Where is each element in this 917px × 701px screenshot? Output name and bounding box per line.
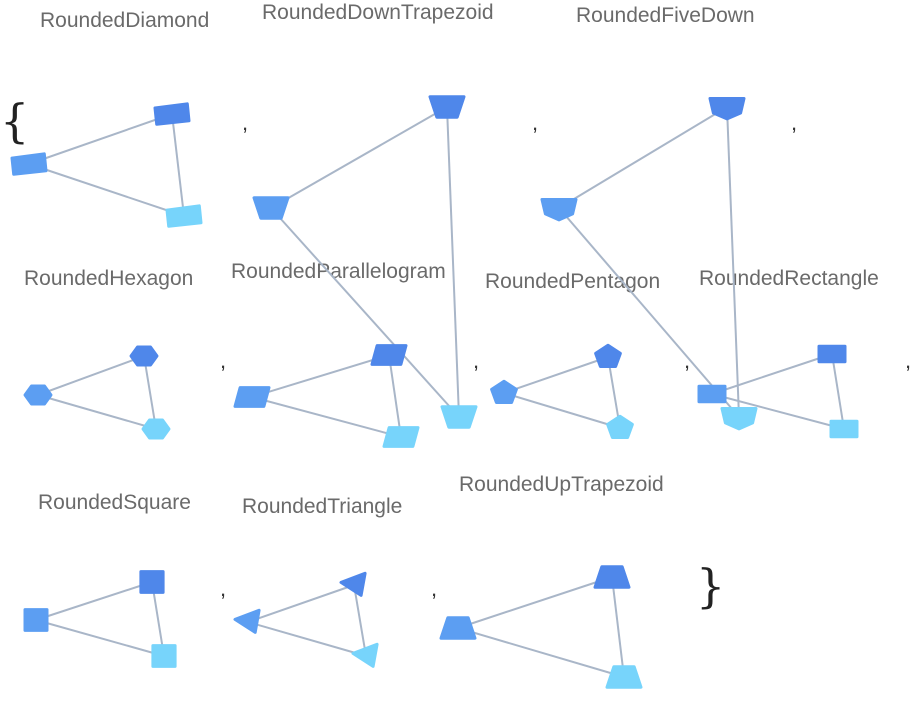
graph-edge: [711, 393, 845, 430]
graph-node: [829, 419, 859, 439]
separator-comma: ,: [473, 348, 480, 373]
graph-node: [490, 379, 518, 404]
graph-node: [540, 198, 578, 222]
separator-comma: ,: [905, 348, 912, 373]
graph-edge: [353, 584, 367, 657]
graph-edge: [457, 576, 613, 629]
graph-label-rounded-triangle: RoundedTriangle: [242, 495, 403, 518]
graph-node: [139, 570, 165, 594]
graph-edge: [503, 356, 609, 394]
graph-node: [165, 204, 203, 228]
graph-edge: [457, 627, 625, 678]
graph-edge: [37, 355, 145, 396]
graph-label-rounded-parallelogram: RoundedParallelogram: [231, 260, 446, 283]
graph-node: [141, 418, 171, 440]
graph-node: [593, 565, 631, 589]
graph-node: [606, 414, 634, 439]
graph-node: [370, 344, 408, 366]
graph-edge: [247, 621, 367, 657]
graph-edge: [251, 396, 402, 438]
graph-node: [233, 386, 271, 408]
separator-comma: ,: [220, 576, 227, 601]
graph-node: [10, 152, 48, 176]
graph-edge: [558, 207, 740, 418]
graph-node: [428, 95, 466, 119]
separator-comma: ,: [791, 110, 798, 135]
graph-label-rounded-diamond: RoundedDiamond: [40, 9, 210, 32]
graph-node: [151, 644, 177, 668]
separator-comma: ,: [431, 576, 438, 601]
graph-edge: [388, 354, 402, 438]
graph-edge: [446, 106, 460, 418]
graph-node: [440, 405, 478, 429]
graph-node: [339, 571, 367, 597]
graph-node: [594, 343, 622, 368]
separator-comma: ,: [532, 110, 539, 135]
graph-node: [708, 97, 746, 121]
graph-node: [817, 344, 847, 364]
graph-node: [23, 608, 49, 632]
graph-edge: [270, 106, 448, 209]
graph-node: [720, 407, 758, 431]
graph-label-rounded-five-down: RoundedFiveDown: [576, 4, 755, 27]
graph-label-rounded-square: RoundedSquare: [38, 491, 191, 514]
graph-edge: [270, 207, 460, 418]
graph-edge: [611, 576, 625, 678]
graph-edge: [143, 355, 157, 430]
graph-edge: [726, 106, 740, 418]
graph-node: [351, 642, 379, 668]
graph-label-rounded-rectangle: RoundedRectangle: [699, 267, 879, 290]
graph-node: [605, 665, 643, 689]
graph-edge: [28, 163, 185, 217]
graph-label-rounded-down-trapezoid: RoundedDownTrapezoid: [262, 1, 494, 24]
graph-edge: [503, 392, 621, 429]
graph-node: [129, 345, 159, 367]
graph-node: [233, 608, 261, 634]
graph-edge: [247, 584, 355, 623]
graph-node: [382, 426, 420, 448]
open-brace: {: [0, 94, 30, 148]
graph-edge: [711, 353, 833, 395]
graph-edge: [171, 113, 185, 217]
separator-comma: ,: [242, 110, 249, 135]
separator-comma: ,: [684, 348, 691, 373]
graph-edge: [831, 353, 845, 430]
graph-node: [697, 384, 727, 404]
graph-label-rounded-hexagon: RoundedHexagon: [24, 267, 194, 290]
graph-node: [153, 102, 191, 126]
graph-edge: [251, 354, 390, 398]
graph-node: [252, 196, 290, 220]
separator-comma: ,: [220, 348, 227, 373]
graph-edge: [37, 394, 157, 430]
graph-edge: [558, 106, 728, 209]
graph-node: [439, 616, 477, 640]
close-brace: }: [696, 559, 726, 613]
graph-edge: [28, 113, 173, 165]
graph-node: [23, 384, 53, 406]
graph-label-rounded-up-trapezoid: RoundedUpTrapezoid: [459, 473, 664, 496]
graph-edge: [35, 581, 153, 621]
graph-edge: [151, 581, 165, 657]
graph-edge: [35, 619, 165, 657]
